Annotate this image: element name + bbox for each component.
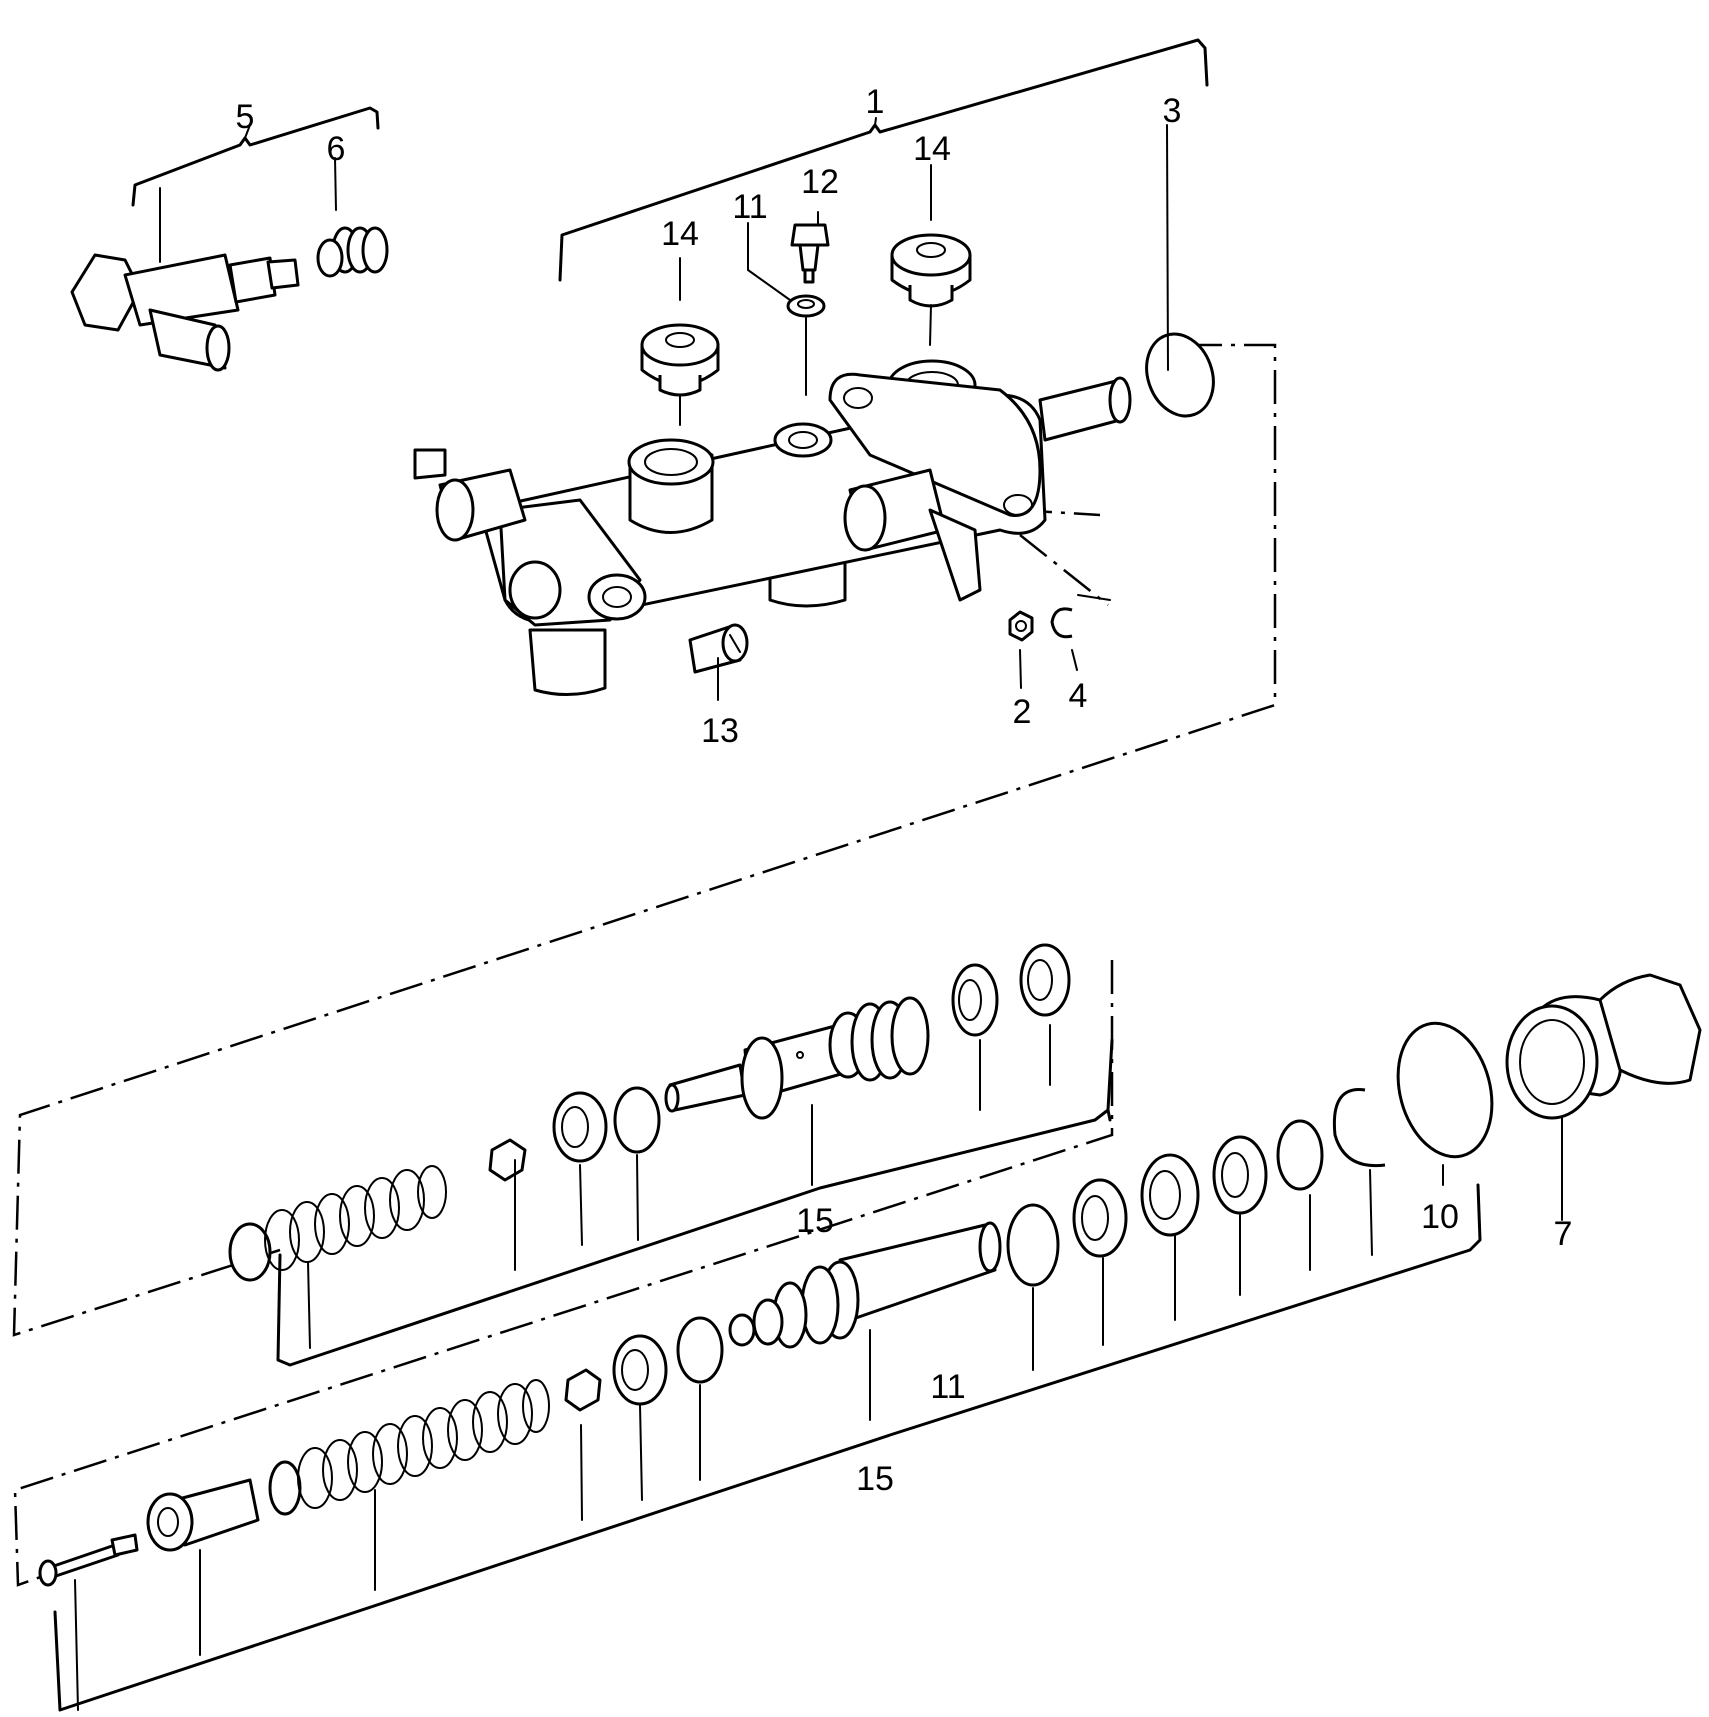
callout-10: 10 [1421, 1198, 1459, 1236]
lower-secondary-cup-2 [1140, 1153, 1200, 1237]
reservoir-grommet-right [890, 233, 972, 308]
stop-sleeve [146, 1478, 260, 1552]
upper-washer [613, 1086, 661, 1154]
assembly-line-upper [12, 343, 1277, 1337]
upper-secondary-cup-1 [951, 963, 999, 1037]
sealing-washer [786, 294, 826, 318]
callout-12: 12 [801, 163, 839, 201]
spring-seal [316, 226, 389, 278]
callout-2: 2 [1013, 693, 1032, 731]
circlip [1332, 1088, 1386, 1168]
master-cylinder-body [413, 359, 1132, 697]
bracket-lower-15 [53, 1183, 1482, 1712]
dust-boot [1505, 973, 1702, 1120]
o-ring [1145, 332, 1215, 418]
callout-7: 7 [1554, 1215, 1573, 1253]
lower-piston [728, 1221, 1002, 1349]
large-seal-ring [1396, 1021, 1494, 1159]
callout-15-upper: 15 [796, 1202, 834, 1240]
lower-end-washer [1276, 1119, 1324, 1191]
lower-washer [676, 1316, 724, 1384]
callout-13: 13 [701, 712, 739, 750]
callout-11-lower: 11 [930, 1368, 965, 1406]
upper-spring [228, 1165, 447, 1282]
spring-clip [1050, 607, 1073, 639]
upper-spring-retainer [488, 1138, 527, 1182]
callout-1: 1 [866, 83, 885, 121]
lower-rear-washer [1006, 1203, 1060, 1287]
lower-spring [268, 1379, 550, 1516]
bracket-group-5 [131, 106, 380, 207]
banjo-bolt [790, 223, 830, 284]
upper-piston [664, 996, 930, 1120]
lower-secondary-cup-3 [1212, 1135, 1268, 1215]
callout-4: 4 [1069, 677, 1088, 715]
hex-nut [1008, 610, 1034, 642]
callout-6: 6 [327, 130, 346, 168]
callout-14-left: 14 [661, 215, 699, 253]
upper-secondary-cup-2 [1019, 943, 1071, 1017]
pressure-switch [70, 253, 300, 372]
plug-screw [688, 623, 749, 674]
upper-primary-cup [552, 1091, 608, 1163]
callout-15-lower: 15 [856, 1460, 894, 1498]
reservoir-grommet-left [640, 323, 720, 397]
callout-5: 5 [236, 98, 255, 136]
assembly-line-middle [13, 960, 1114, 1587]
lower-spring-retainer [564, 1368, 602, 1412]
callout-3: 3 [1163, 92, 1182, 130]
stop-screw [38, 1533, 139, 1587]
bracket-group-1 [558, 38, 1209, 282]
callout-14-right: 14 [913, 130, 951, 168]
callout-11-upper: 11 [732, 188, 767, 226]
leader-lines [74, 117, 1563, 1711]
bracket-upper-15 [276, 1038, 1114, 1367]
lower-primary-cup [612, 1334, 668, 1406]
lower-secondary-cup-1 [1072, 1178, 1128, 1258]
